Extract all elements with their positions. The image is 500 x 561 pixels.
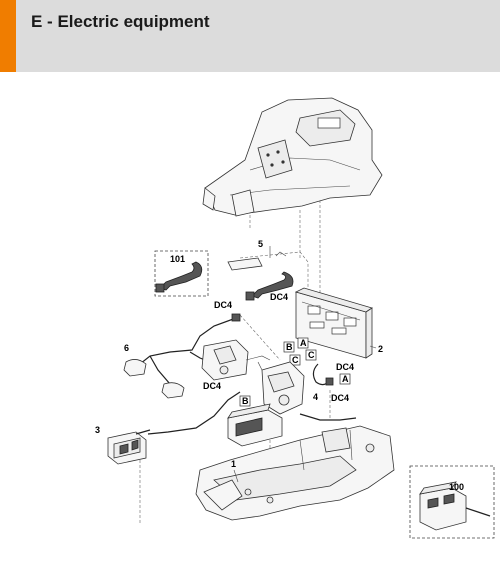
svg-text:C: C [292,355,299,365]
connector-box-a-lower: A [339,373,351,385]
callout-2: 2 [378,344,383,354]
callout-4: 4 [313,392,318,402]
drive-motor-assembly-left [201,339,271,381]
orange-accent-bar [0,0,16,72]
callout-6: 6 [124,343,129,353]
callout-3: 3 [95,425,100,435]
svg-text:B: B [286,342,293,352]
callout-101: 101 [170,254,185,264]
mower-chassis-1 [195,425,395,521]
callout-100: 100 [449,482,464,492]
page-header: E - Electric equipment [0,0,500,72]
connector-label-dc4-lower-right: DC4 [331,393,349,403]
cable-harness-101 [155,261,203,293]
cable-harness-4 [312,363,334,386]
mower-hood-housing [202,97,383,217]
callout-5: 5 [258,239,263,249]
callout-1: 1 [231,459,236,469]
svg-text:B: B [242,396,249,406]
connector-box-b-lower: B [239,395,251,407]
connector-label-dc4-cable-6: DC4 [214,300,232,310]
connector-box-c-right: C [305,349,317,361]
connector-box-a-upper: A [297,337,309,349]
connector-box-b-upper: B [283,341,295,353]
control-board-2 [294,287,373,359]
svg-text:A: A [342,374,349,384]
cable-clip-5 [227,246,287,271]
connector-label-dc4-left: DC4 [203,381,221,391]
connector-box-c-upper: C [289,354,301,366]
svg-text:C: C [308,350,315,360]
exploded-parts-diagram: 101 5 DC4 2 DC4 6 [95,97,495,539]
main-cable-routing [147,391,357,435]
svg-text:A: A [300,338,307,348]
battery-pack [227,403,283,447]
page-title: E - Electric equipment [31,12,210,31]
cable-harness-dc4-upper [245,271,294,301]
cable-harness-6 [123,313,241,399]
connector-label-dc4-right: DC4 [336,362,354,372]
drive-motor-assembly-center [257,361,305,415]
charging-contact-unit-3 [107,429,151,465]
hood-display-panel [317,117,341,129]
charging-station-unit-100 [419,481,491,531]
connector-label-dc4-upper: DC4 [270,292,288,302]
